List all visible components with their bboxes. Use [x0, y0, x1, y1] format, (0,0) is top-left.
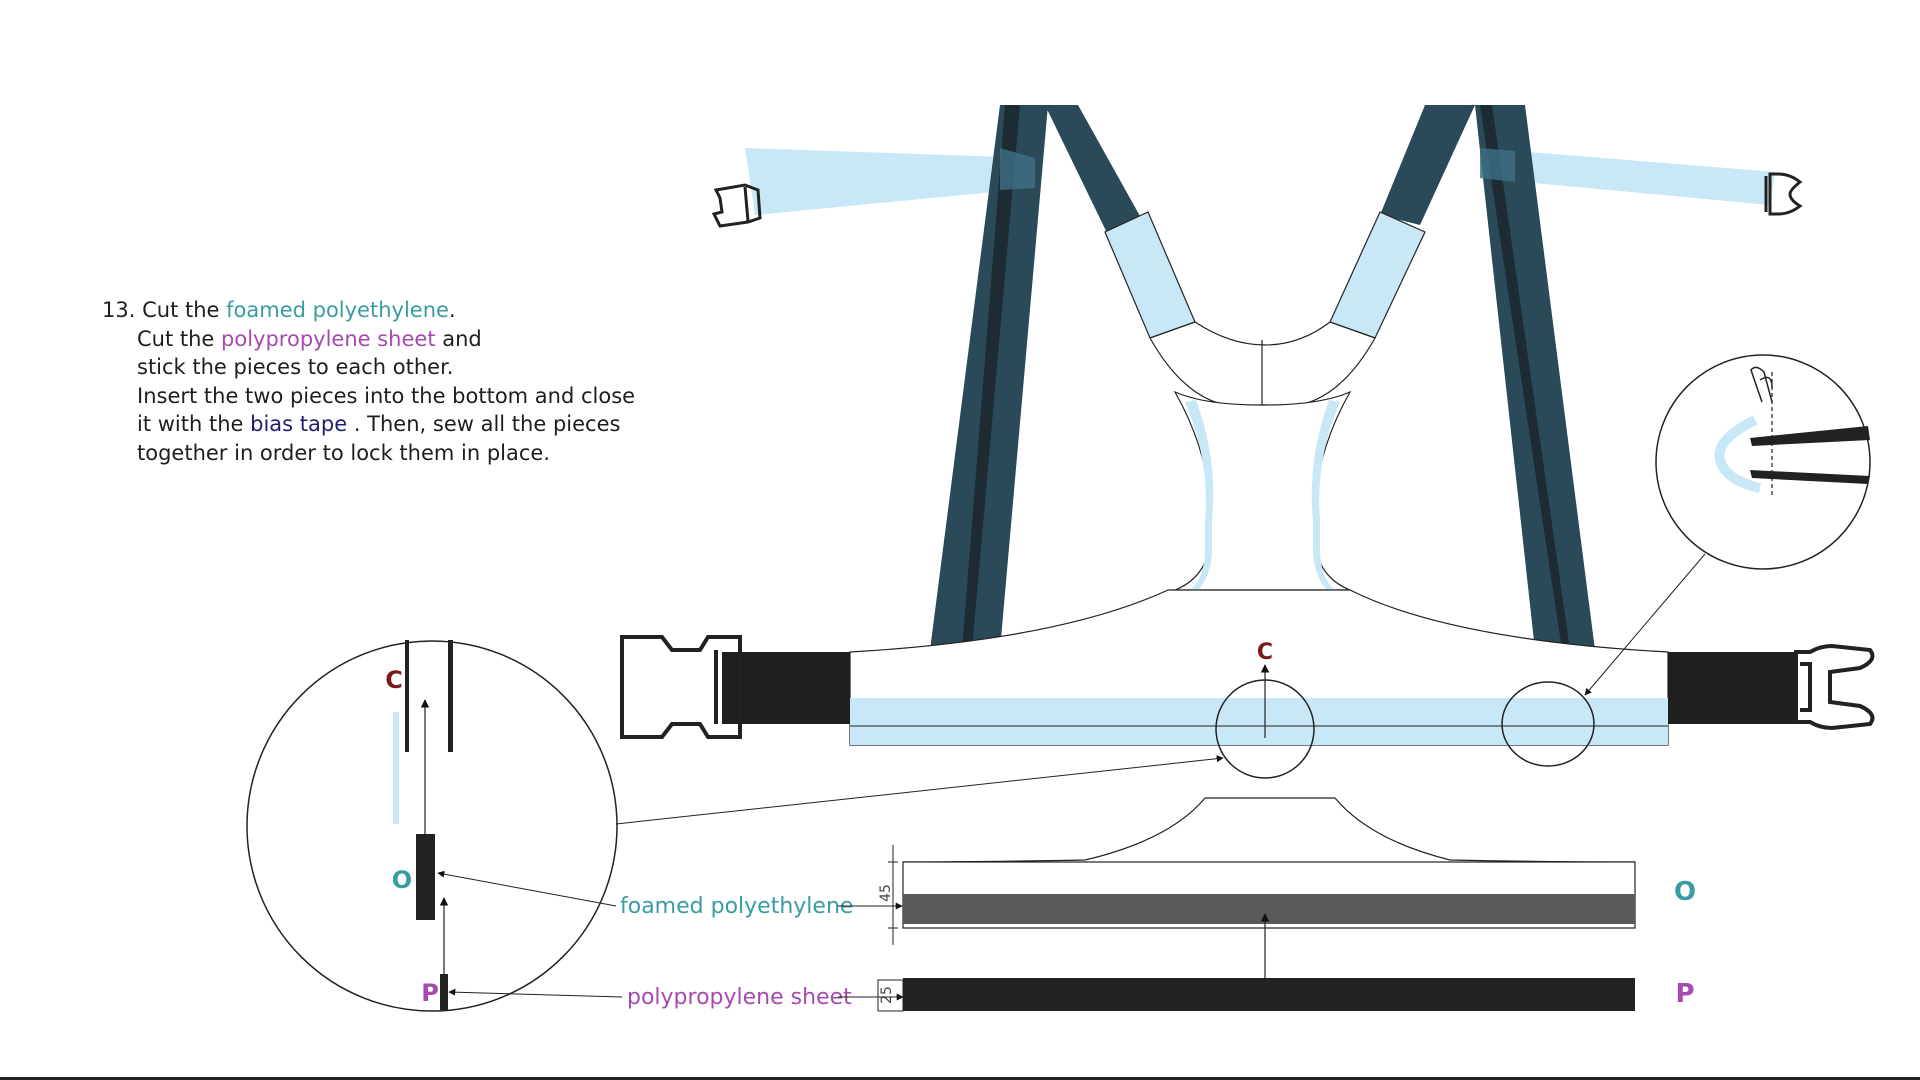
instruction-line-6: together in order to lock them in place.: [137, 440, 551, 465]
highlight-pp: polypropylene sheet: [221, 326, 436, 351]
label-pp: polypropylene sheet: [627, 985, 852, 1010]
foam-layer: [902, 861, 1636, 929]
instruction-text-part: and: [435, 326, 482, 351]
needle-icon: [1750, 366, 1773, 403]
pp-layer: [903, 978, 1635, 1011]
detail-circle-sewing: [1655, 354, 1871, 570]
dim-foam: [888, 845, 898, 945]
small-buckle-right-icon: [1764, 172, 1803, 216]
leader-sewing-to-belt: [1584, 553, 1706, 696]
marker-p-detail: P: [421, 979, 439, 1007]
instruction-text: 13. Cut the foamed polyethylene. Cut the…: [102, 296, 662, 468]
leader-pp-left: [448, 988, 623, 998]
shoulder-straps: [930, 105, 1595, 650]
instruction-text-part: Cut the: [142, 298, 227, 322]
belly-belt: [722, 589, 1796, 746]
instruction-line-4: Insert the two pieces into the bottom an…: [137, 383, 636, 408]
instruction-line-3: stick the pieces to each other.: [137, 355, 454, 380]
dim-pp-label: 25: [879, 986, 895, 1004]
chest-piece: [1104, 211, 1426, 591]
instruction-line-1: 13. Cut the foamed polyethylene.: [102, 296, 662, 325]
bottom-edge-right: [1334, 797, 1636, 863]
marker-c-belt: C: [1257, 640, 1273, 665]
leader-foam-left: [437, 870, 617, 907]
buckle-male-icon: [1794, 643, 1875, 731]
instruction-text-part: it with the: [137, 412, 251, 437]
leader-detail-to-belt: [615, 755, 1224, 825]
instruction-text-part: Cut the: [137, 326, 222, 351]
instruction-text-part: .: [448, 298, 456, 322]
instruction-text-part: . Then, sew all the pieces: [347, 412, 621, 437]
marker-p-right: P: [1675, 979, 1694, 1009]
marker-c-detail: C: [385, 666, 403, 694]
instruction-line-2: Cut the polypropylene sheet and: [102, 325, 662, 354]
step-number: 13.: [102, 298, 136, 322]
marker-o-right: O: [1674, 877, 1696, 907]
label-foam: foamed polyethylene: [620, 894, 853, 919]
highlight-foam: foamed polyethylene: [226, 298, 449, 322]
small-buckle-left-icon: [711, 183, 762, 228]
bottom-border: [0, 1077, 1920, 1080]
instruction-line-5: it with the bias tape . Then, sew all th…: [102, 410, 662, 439]
detail-circle-cross-section: [246, 640, 618, 1012]
marker-o-detail: O: [392, 866, 412, 894]
highlight-bias-tape: bias tape: [250, 412, 348, 437]
dim-foam-label: 45: [878, 884, 894, 902]
side-strips: [745, 148, 1775, 215]
bottom-edge-left: [902, 797, 1206, 863]
buckle-female-icon: [620, 635, 742, 739]
